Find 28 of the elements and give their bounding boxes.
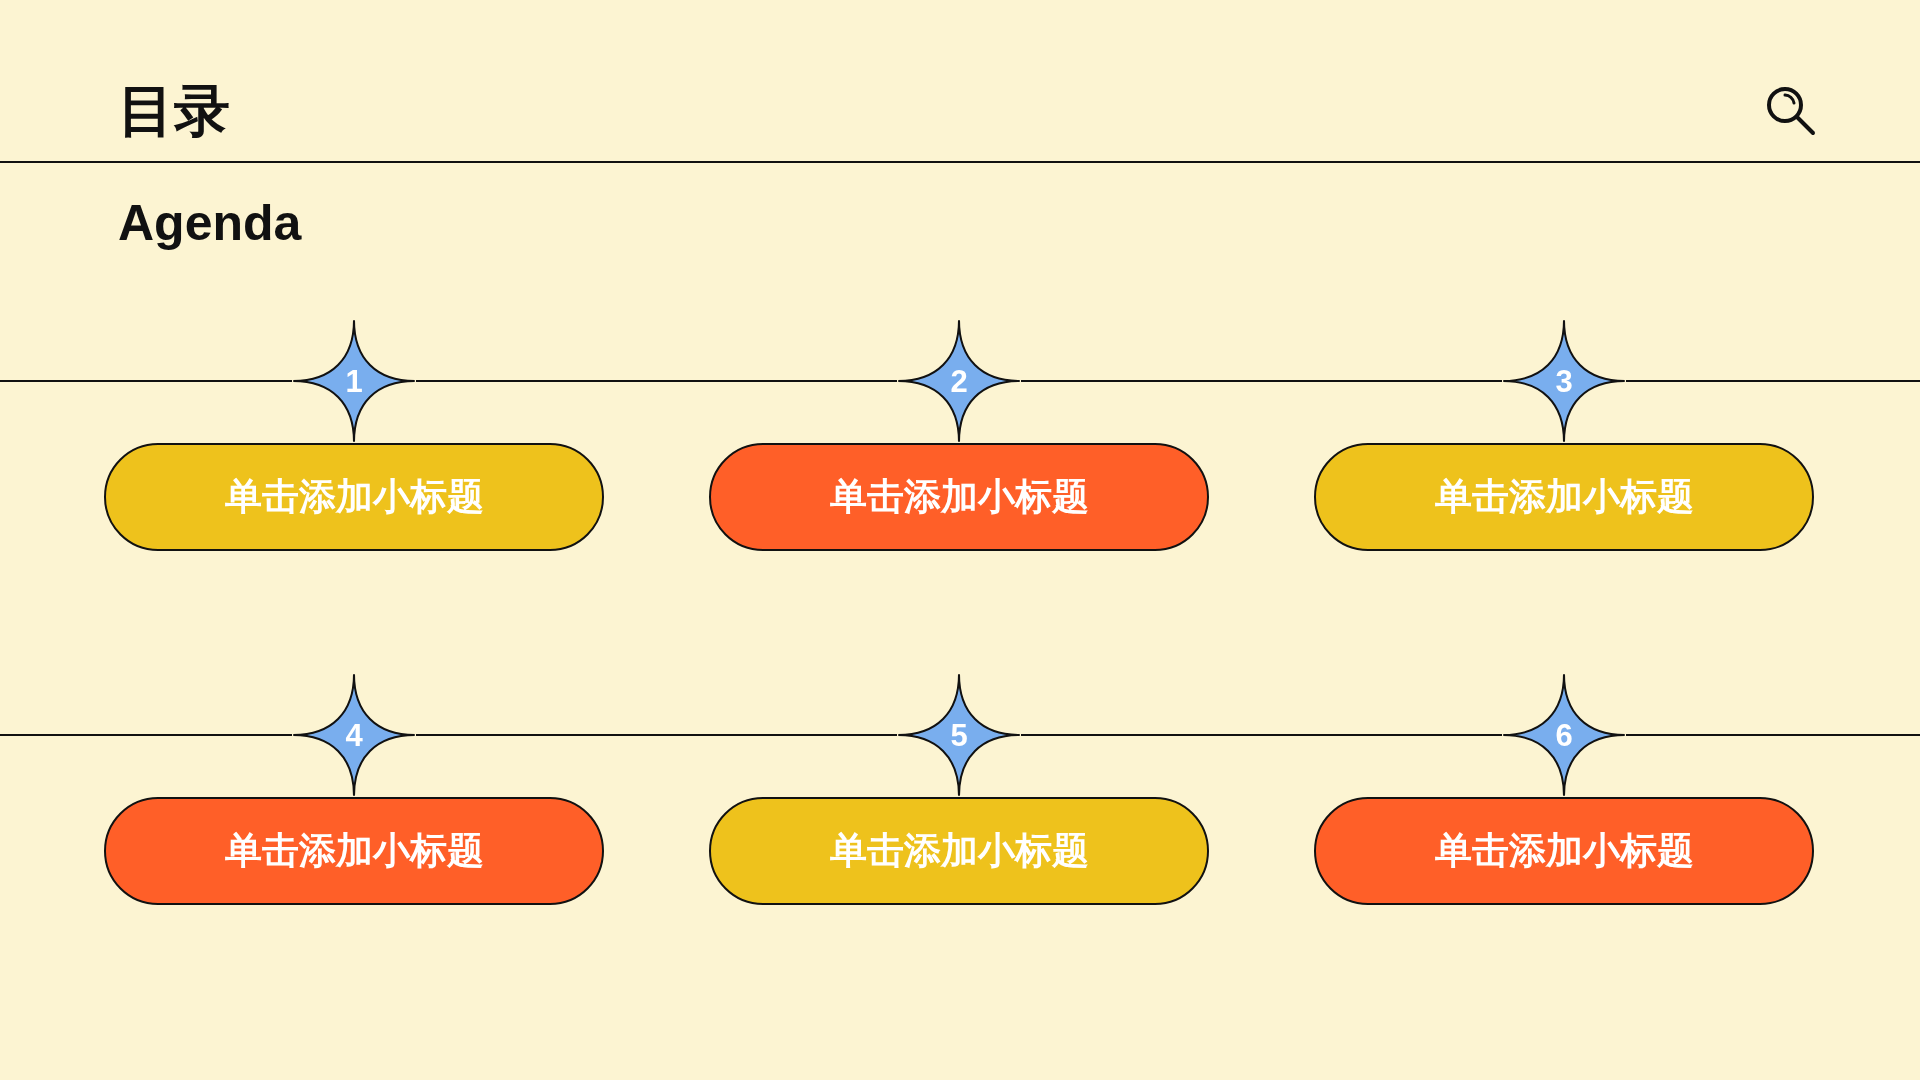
star-marker xyxy=(292,673,416,797)
subtitle-heading: Agenda xyxy=(118,196,302,251)
connector-line xyxy=(1625,380,1920,382)
step-number: 3 xyxy=(1555,365,1573,397)
topic-label: 单击添加小标题 xyxy=(224,828,484,873)
page-title: 目录 xyxy=(118,80,230,142)
topic-label: 单击添加小标题 xyxy=(1434,828,1694,873)
connector-line xyxy=(415,380,898,382)
connector-line xyxy=(0,380,293,382)
star-marker xyxy=(1502,319,1626,443)
step-number: 5 xyxy=(950,719,968,751)
star-marker xyxy=(1502,673,1626,797)
star-marker xyxy=(292,319,416,443)
topic-label: 单击添加小标题 xyxy=(1434,474,1694,519)
star-marker xyxy=(897,319,1021,443)
connector-line xyxy=(0,734,293,736)
topic-label: 单击添加小标题 xyxy=(224,474,484,519)
step-number: 4 xyxy=(345,719,363,751)
connector-line xyxy=(1020,380,1503,382)
connector-line xyxy=(1625,734,1920,736)
connector-line xyxy=(415,734,898,736)
step-number: 6 xyxy=(1555,719,1573,751)
step-number: 2 xyxy=(950,365,968,397)
topic-label: 单击添加小标题 xyxy=(829,474,1089,519)
connector-line xyxy=(1020,734,1503,736)
topic-label: 单击添加小标题 xyxy=(829,828,1089,873)
star-marker xyxy=(897,673,1021,797)
step-number: 1 xyxy=(345,365,363,397)
